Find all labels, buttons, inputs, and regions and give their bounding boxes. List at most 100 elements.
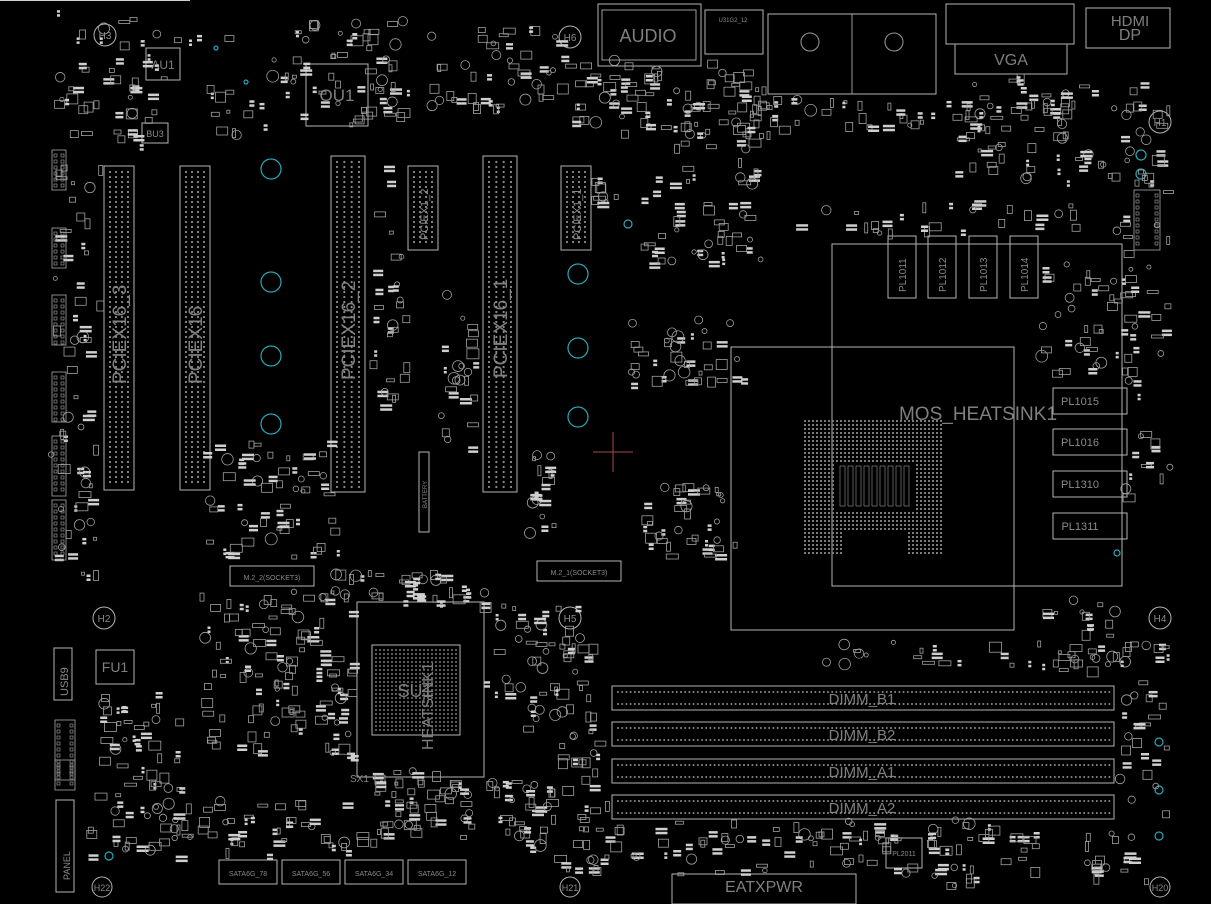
pciex1-1-label: PCIEX1_1 xyxy=(572,189,584,240)
mount-hole-h3[interactable]: H3 xyxy=(93,23,117,47)
pciex16-4-label: PCIEX16 xyxy=(186,306,207,384)
eatxpwr-label: EATXPWR xyxy=(725,879,803,896)
h20-label: H20 xyxy=(1152,883,1169,893)
h6-label: H6 xyxy=(564,33,577,44)
sata-port-34[interactable]: SATA6G_34 xyxy=(344,859,404,885)
mount-hole-h4[interactable]: H4 xyxy=(1148,606,1172,630)
lan-connector[interactable] xyxy=(767,13,937,95)
mos-heatsink-label: MOS_HEATSINK1 xyxy=(899,404,1057,425)
dp-label: DP xyxy=(1119,27,1141,44)
sata34-label: SATA6G_34 xyxy=(355,871,393,878)
pl1311-label: PL1311 xyxy=(1061,521,1098,533)
cpu-lga-pads xyxy=(804,420,942,554)
inductor-pl1014[interactable]: PL1014 xyxy=(1009,235,1039,299)
u3-label: U31G2_12 xyxy=(718,18,748,24)
usb9-label: USB9 xyxy=(59,667,71,696)
pl1011-label: PL1011 xyxy=(898,258,909,292)
dimm-b2-label: DIMM_B2 xyxy=(829,727,896,744)
inductor-pl1310[interactable]: PL1310 xyxy=(1052,470,1128,498)
panel-header[interactable]: PANEL xyxy=(55,799,75,893)
hdmi-connector[interactable]: HDMI DP xyxy=(1085,7,1171,49)
pcie-slot-x16-1[interactable]: PCIEX16_1 xyxy=(482,155,518,493)
fu1-label: FU1 xyxy=(102,659,129,675)
smd-components xyxy=(48,10,1174,890)
mount-hole-h2[interactable]: H2 xyxy=(92,606,116,630)
inductor-pl2011[interactable]: PL2011 xyxy=(885,837,923,869)
mounting-holes xyxy=(104,45,1164,861)
pcie-slot-x1-2[interactable]: PCIEX1_2 xyxy=(407,165,439,251)
pciex16-1-label: PCIEX16_1 xyxy=(491,279,512,378)
sata56-label: SATA6G_56 xyxy=(292,871,330,878)
mount-hole-h20[interactable]: H20 xyxy=(1149,876,1171,898)
vga-connector[interactable]: VGA xyxy=(945,3,1075,75)
h2-label: H2 xyxy=(98,614,111,625)
eatxpwr-connector[interactable]: EATXPWR xyxy=(671,873,857,904)
m2-1-label: M.2_1(SOCKET3) xyxy=(551,570,608,577)
chip-au1[interactable]: AU1 xyxy=(145,47,181,81)
dimm-b1-label: DIMM_B1 xyxy=(829,691,896,708)
pch-bga-pads xyxy=(375,649,457,731)
mount-hole-h21[interactable]: H21 xyxy=(559,876,581,898)
m2-2-label: M.2_2(SOCKET3) xyxy=(244,575,301,582)
pcie-slot-x16-2[interactable]: PCIEX16_2 xyxy=(330,155,366,493)
sata-port-56[interactable]: SATA6G_56 xyxy=(281,859,341,885)
dimm-pins xyxy=(617,691,1111,814)
inductor-pl1015[interactable]: PL1015 xyxy=(1052,387,1128,415)
inductor-pl1011[interactable]: PL1011 xyxy=(887,235,917,299)
chip-bu3[interactable]: BU3 xyxy=(141,122,169,144)
dimm-slot-a2[interactable]: DIMM_A2 xyxy=(611,794,1115,820)
sata78-label: SATA6G_78 xyxy=(229,871,267,878)
mount-hole-h22[interactable]: H22 xyxy=(91,876,113,898)
m2-2-socket[interactable]: M.2_2(SOCKET3) xyxy=(229,565,315,587)
battery-holder[interactable]: BATTERY xyxy=(418,451,430,533)
pl1012-label: PL1012 xyxy=(938,257,949,292)
inductor-pl1012[interactable]: PL1012 xyxy=(927,235,957,299)
vga-label: VGA xyxy=(994,52,1028,69)
cpu-socket-outline[interactable]: MOS_HEATSINK1 xyxy=(730,243,1123,631)
chip-ou1[interactable]: OU1 xyxy=(305,63,369,127)
pcie-slot-x16-4[interactable]: PCIEX16 xyxy=(179,165,211,491)
slot-pins xyxy=(108,160,587,489)
pciex1-2-label: PCIEX1_2 xyxy=(419,189,431,240)
mount-hole-h6[interactable]: H6 xyxy=(558,25,582,49)
audio-connector[interactable]: AUDIO xyxy=(597,3,702,67)
dimm-slot-b1[interactable]: DIMM_B1 xyxy=(611,685,1115,711)
chip-fu1[interactable]: FU1 xyxy=(95,649,135,685)
h21-label: H21 xyxy=(562,883,579,893)
audio-label: AUDIO xyxy=(619,26,676,46)
inductor-pl1016[interactable]: PL1016 xyxy=(1052,428,1128,456)
panel-label: PANEL xyxy=(62,851,72,880)
mount-hole-h5[interactable]: H5 xyxy=(558,606,582,630)
hdmi-label: HDMI xyxy=(1111,13,1149,30)
pl1016-label: PL1016 xyxy=(1061,437,1099,449)
ou1-label: OU1 xyxy=(320,86,355,105)
pciex16-2-label: PCIEX16_2 xyxy=(339,281,360,380)
dimm-a2-label: DIMM_A2 xyxy=(829,800,896,817)
h4-label: H4 xyxy=(1154,614,1167,625)
bu3-label: BU3 xyxy=(146,129,164,139)
mount-hole-h1[interactable]: H1 xyxy=(1148,110,1172,134)
m2-1-socket[interactable]: M.2_1(SOCKET3) xyxy=(536,560,622,582)
sata12-label: SATA6G_12 xyxy=(418,871,456,878)
usb9-header[interactable]: USB9 xyxy=(53,647,73,701)
sata-port-78[interactable]: SATA6G_78 xyxy=(218,859,278,885)
dimm-slot-b2[interactable]: DIMM_B2 xyxy=(611,721,1115,747)
crosshair-cursor-icon xyxy=(593,432,633,472)
pciex16-3-label: PCIEX16_3 xyxy=(110,285,131,384)
pcie-slot-x16-3[interactable]: PCIEX16_3 xyxy=(103,165,135,491)
sx1-label: SX1 xyxy=(350,774,369,785)
inductor-pl1311[interactable]: PL1311 xyxy=(1052,512,1128,540)
inductor-pl1013[interactable]: PL1013 xyxy=(968,235,998,299)
usb-connector-top[interactable]: U31G2_12 xyxy=(704,9,764,55)
sata-port-12[interactable]: SATA6G_12 xyxy=(407,859,467,885)
dimm-a1-label: DIMM_A1 xyxy=(829,764,896,781)
au1-label: AU1 xyxy=(151,58,175,72)
battery-label: BATTERY xyxy=(423,481,429,508)
pl1013-label: PL1013 xyxy=(979,257,990,292)
h3-label: H3 xyxy=(99,31,112,42)
pcie-slot-x1-1[interactable]: PCIEX1_1 xyxy=(560,165,592,251)
pl1310-label: PL1310 xyxy=(1061,479,1099,491)
h22-label: H22 xyxy=(94,883,111,893)
dimm-slot-a1[interactable]: DIMM_A1 xyxy=(611,758,1115,784)
